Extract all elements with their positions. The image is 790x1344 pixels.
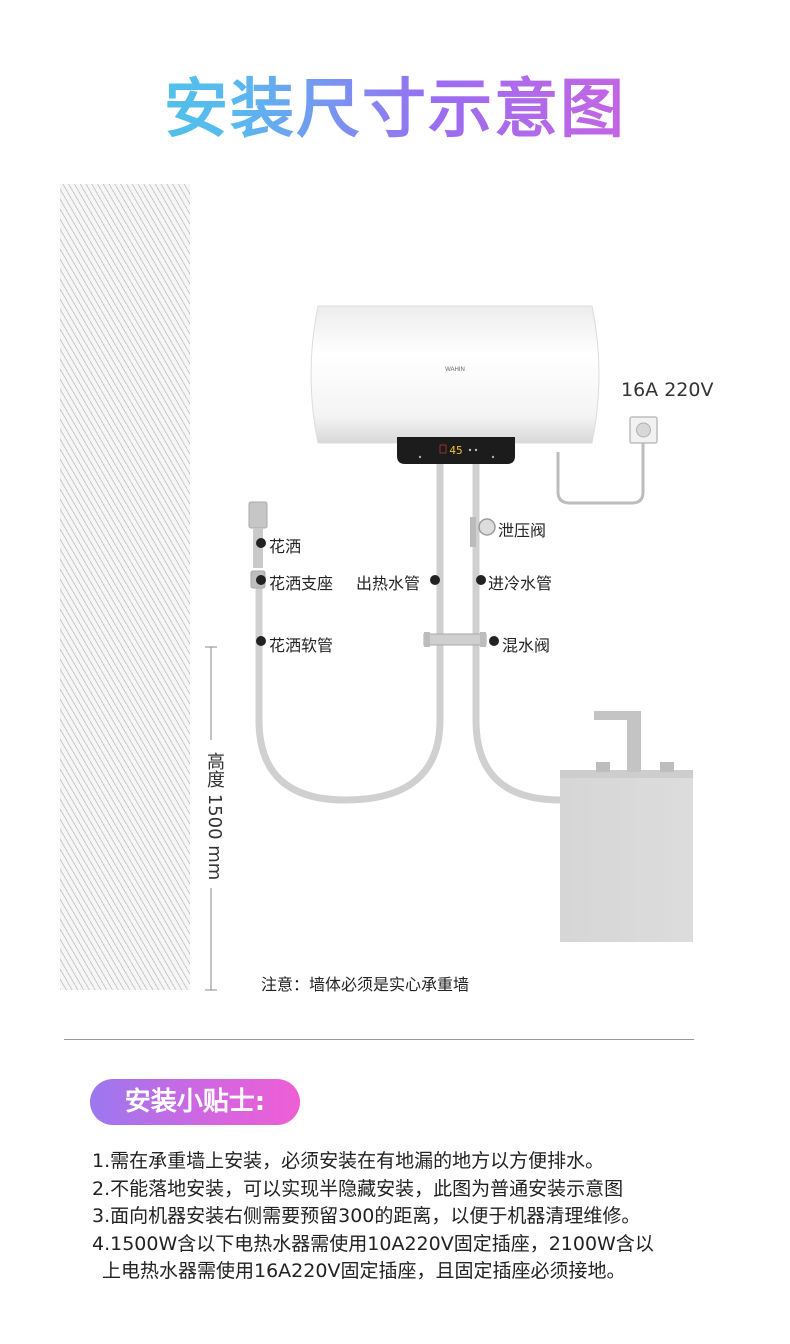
wall-note: 注意：墙体必须是实心承重墙 <box>261 975 470 994</box>
tip-line: 4.1500W含以下电热水器需使用10A220V固定插座，2100W含以 <box>92 1232 654 1255</box>
tip-line: 3.面向机器安装右侧需要预留300的距离，以便于机器清理维修。 <box>92 1205 641 1227</box>
divider <box>64 1039 694 1040</box>
height-label: 高度 1500 mm <box>204 752 225 881</box>
label-shower-head: 花洒 <box>269 537 302 556</box>
brand-logo: WAHIN <box>445 367 465 373</box>
temperature-display: 45 <box>449 444 462 457</box>
label-mixing-valve: 混水阀 <box>502 636 551 655</box>
tip-line: 上电热水器需使用16A220V固定插座，且固定插座必须接地。 <box>102 1260 626 1282</box>
shower-head <box>248 501 268 529</box>
cold-inlet-pipe <box>472 451 564 804</box>
label-relief-valve: 泄压阀 <box>498 521 547 540</box>
control-panel <box>397 437 515 464</box>
page-title: 安装尺寸示意图 <box>0 58 790 150</box>
label-shower-holder: 花洒支座 <box>269 574 334 593</box>
power-cord <box>556 416 658 505</box>
label-cold-inlet: 进冷水管 <box>488 574 553 593</box>
relief-valve <box>470 517 496 547</box>
shower-hose <box>255 451 444 804</box>
wall-hatch <box>60 184 190 990</box>
water-heater: WAHIN 45 <box>310 305 600 464</box>
label-markers <box>256 538 499 646</box>
tips-heading: 安装小贴士: <box>90 1079 300 1125</box>
power-spec-label: 16A 220V <box>621 379 714 401</box>
mixing-valve <box>423 632 487 647</box>
faucet <box>594 711 641 772</box>
label-shower-hose: 花洒软管 <box>269 636 334 655</box>
tips-list: 1.需在承重墙上安装，必须安装在有地漏的地方以方便排水。 2.不能落地安装，可以… <box>92 1148 732 1286</box>
pipes <box>255 451 564 804</box>
tip-line: 1.需在承重墙上安装，必须安装在有地漏的地方以方便排水。 <box>92 1150 605 1172</box>
tip-line: 2.不能落地安装，可以实现半隐藏安装，此图为普通安装示意图 <box>92 1177 624 1200</box>
label-hot-outlet: 出热水管 <box>356 574 421 593</box>
sink-cabinet <box>560 711 693 942</box>
height-dimension <box>205 646 217 991</box>
